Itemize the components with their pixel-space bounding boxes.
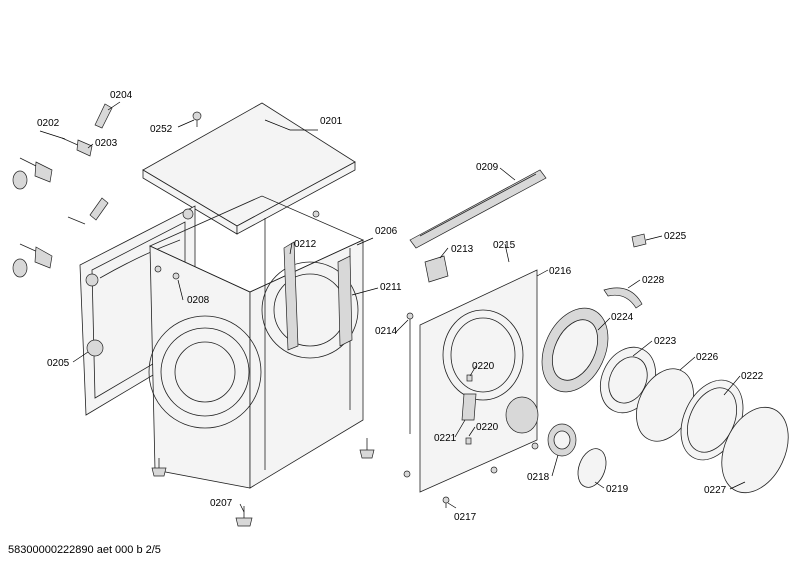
label-0209: 0209 [476,162,499,173]
bracket-part-0203 [61,137,93,157]
label-0227: 0227 [704,485,727,496]
screw-0252 [192,111,202,127]
lock-0218 [547,423,577,457]
label-0221: 0221 [434,433,457,444]
label-0216: 0216 [549,266,572,277]
label-0205: 0205 [47,358,70,369]
part-labels: 0204 0202 0203 0252 0201 0209 0206 0212 … [37,90,764,523]
door-seal-0216 [541,307,609,393]
door-window-0227 [721,406,789,494]
label-0223: 0223 [654,336,677,347]
label-0206: 0206 [375,226,398,237]
label-0218: 0218 [527,472,550,483]
pin-0220 [465,374,473,445]
cover-0219 [577,448,607,488]
cabinet-strut-0211 [337,255,353,347]
screw-0217 [403,442,539,508]
label-0204: 0204 [110,90,133,101]
label-0208: 0208 [187,295,210,306]
label-0207: 0207 [210,498,233,509]
label-0220b: 0220 [476,422,499,433]
feet-0207 [151,438,375,527]
clip-0225 [631,233,647,248]
cabinet-body [148,195,364,489]
leader-lines [39,101,746,513]
hinge-part-0204 [94,103,113,129]
label-0252: 0252 [150,124,173,135]
top-cover [142,102,356,235]
rod-0214 [406,312,414,434]
bracket-0228 [603,287,643,309]
label-0217: 0217 [454,512,477,523]
label-0219: 0219 [606,484,629,495]
label-0225: 0225 [664,231,687,242]
label-0201: 0201 [320,116,343,127]
label-0228: 0228 [642,275,665,286]
label-0214: 0214 [375,326,398,337]
module-0213 [424,255,449,283]
label-0226: 0226 [696,352,719,363]
label-0212: 0212 [294,239,317,250]
label-0211: 0211 [380,282,402,293]
label-0224: 0224 [611,312,634,323]
cabinet-strut-0212 [283,241,299,351]
label-0215: 0215 [493,240,516,251]
label-0213: 0213 [451,244,474,255]
label-0222: 0222 [741,371,764,382]
document-footer-code: 58300000222890 aet 000 b 2/5 [8,544,161,556]
label-0220a: 0220 [472,361,495,372]
label-0202: 0202 [37,118,60,129]
label-0203: 0203 [95,138,118,149]
front-panel [419,269,539,493]
rail-0209 [409,169,547,249]
mount-parts-left [12,157,109,278]
